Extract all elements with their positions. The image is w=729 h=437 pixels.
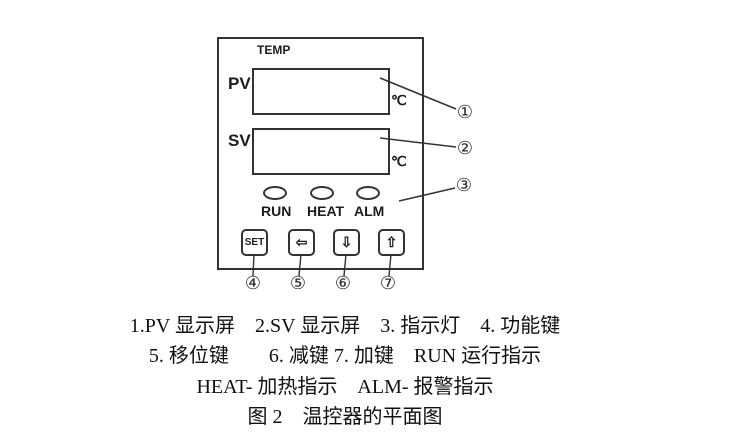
left-arrow-icon: ⇦ [295, 234, 308, 250]
sv-unit-celsius: ℃ [391, 153, 407, 169]
sv-label: SV [228, 131, 251, 150]
callout-1-pv-display: ① [456, 102, 474, 123]
legend-line-1: 1.PV 显示屏 2.SV 显示屏 3. 指示灯 4. 功能键 [129, 315, 561, 337]
panel-title: TEMP [257, 43, 291, 57]
down-arrow-icon: ⇩ [340, 234, 353, 250]
callout-3-indicators: ③ [455, 175, 473, 196]
callout-6-dec-key: ⑥ [334, 273, 352, 294]
up-arrow-icon: ⇧ [385, 234, 398, 250]
decrease-button: ⇩ [333, 229, 360, 256]
run-indicator-lamp [263, 186, 287, 200]
alarm-indicator-label: ALM [354, 203, 385, 219]
legend-line-3: HEAT- 加热指示 ALM- 报警指示 [196, 376, 494, 398]
pv-display [252, 68, 390, 115]
alarm-indicator-lamp [356, 186, 380, 200]
heat-indicator-lamp [310, 186, 334, 200]
heat-indicator-label: HEAT [307, 203, 345, 219]
shift-button: ⇦ [288, 229, 315, 256]
callout-4-set-key: ④ [244, 273, 262, 294]
pv-label: PV [228, 74, 251, 93]
callout-7-inc-key: ⑦ [379, 273, 397, 294]
figure-caption: 图 2 温控器的平面图 [247, 406, 443, 428]
increase-button: ⇧ [378, 229, 405, 256]
callout-2-sv-display: ② [456, 138, 474, 159]
legend-line-2: 5. 移位键 6. 减键 7. 加键 RUN 运行指示 [148, 345, 542, 367]
pv-unit-celsius: ℃ [391, 92, 407, 108]
run-indicator-label: RUN [261, 203, 292, 219]
callout-5-shift-key: ⑤ [289, 273, 307, 294]
sv-display [252, 128, 390, 175]
set-button: SET [241, 229, 268, 256]
